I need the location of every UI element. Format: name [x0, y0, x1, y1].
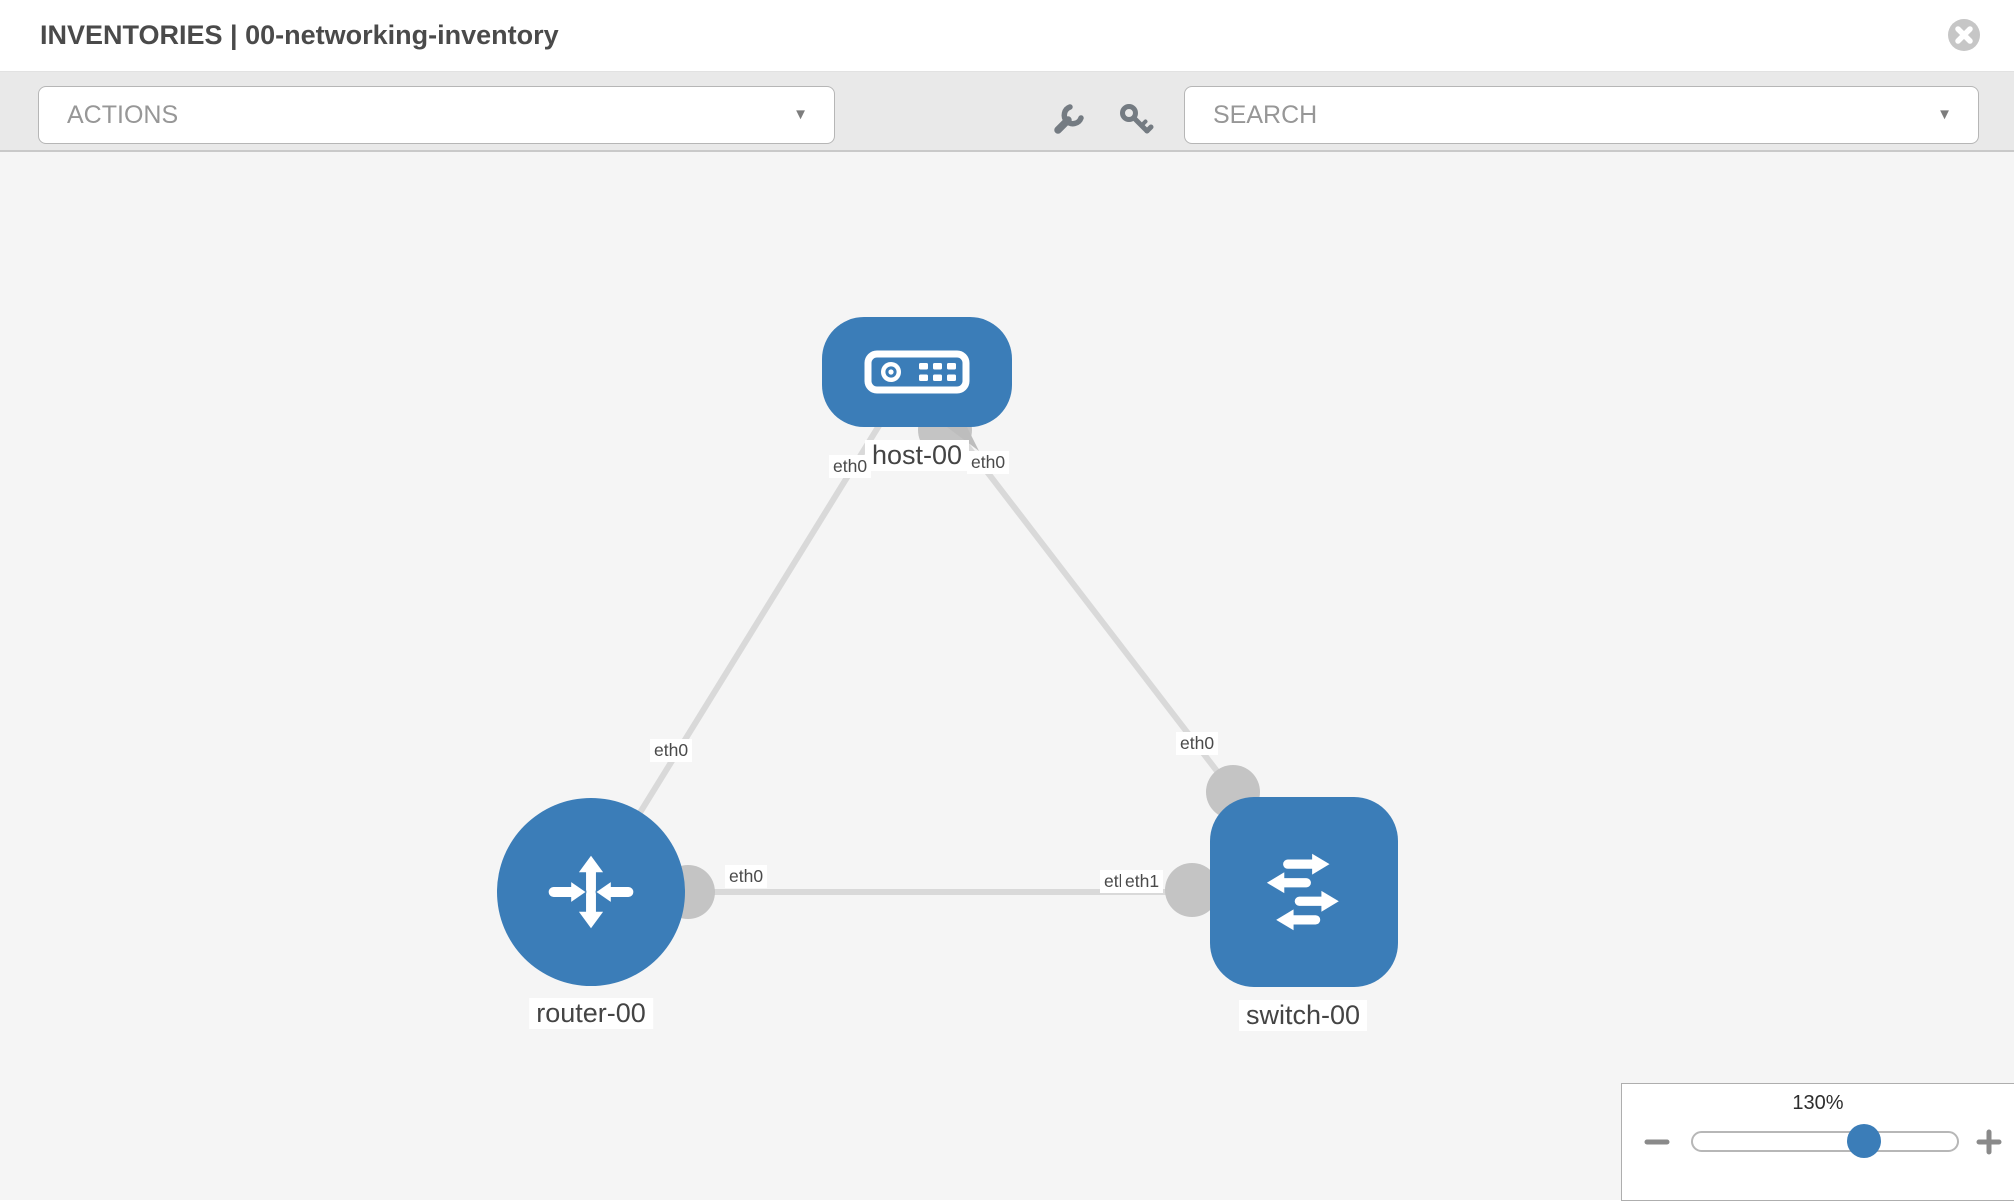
interface-label-router-eth0-bottom: eth0	[725, 865, 768, 888]
node-router-00[interactable]	[497, 798, 685, 986]
interface-label-switch-eth1: eth1	[1121, 870, 1164, 893]
interface-label-switch-eth0-top: eth0	[1176, 732, 1219, 755]
switch-icon	[1266, 853, 1339, 931]
interface-label-host-eth0-right: eth0	[967, 451, 1010, 474]
toolbar: ACTIONS ▼ SEARCH ▼	[0, 72, 2014, 152]
minus-icon	[1644, 1139, 1670, 1145]
node-switch-00[interactable]	[1210, 797, 1398, 987]
zoom-slider-handle[interactable]	[1847, 1124, 1881, 1158]
topology-canvas[interactable]: host-00 router-00 switch-00 eth0 eth0 et…	[0, 152, 2014, 1200]
host-icon	[864, 350, 970, 394]
zoom-slider-track[interactable]	[1691, 1131, 1959, 1152]
page-title: INVENTORIES | 00-networking-inventory	[40, 20, 559, 50]
wrench-icon	[1054, 104, 1084, 134]
interface-label-router-eth0-top: eth0	[650, 739, 693, 762]
plus-icon	[1976, 1129, 2002, 1155]
zoom-out-button[interactable]	[1640, 1125, 1674, 1159]
zoom-panel: 130%	[1621, 1083, 2014, 1201]
zoom-in-button[interactable]	[1972, 1125, 2006, 1159]
header-bar: INVENTORIES | 00-networking-inventory	[0, 0, 2014, 72]
chevron-down-icon: ▼	[793, 105, 808, 123]
node-label-router: router-00	[529, 998, 653, 1029]
zoom-value: 130%	[1792, 1092, 1844, 1114]
actions-dropdown[interactable]: ACTIONS ▼	[38, 86, 835, 144]
search-placeholder: SEARCH	[1213, 100, 1318, 129]
interface-dot-switch-left[interactable]	[1165, 863, 1219, 917]
node-label-host: host-00	[864, 440, 970, 471]
key-button[interactable]	[1116, 99, 1156, 139]
chevron-down-icon: ▼	[1937, 105, 1952, 123]
node-host-00[interactable]	[822, 317, 1012, 427]
router-icon	[548, 855, 634, 929]
interface-label-host-eth0-left: eth0	[829, 455, 872, 478]
close-button[interactable]	[1947, 18, 1981, 52]
actions-dropdown-label: ACTIONS	[67, 100, 179, 129]
key-icon	[1120, 104, 1154, 134]
search-dropdown[interactable]: SEARCH ▼	[1184, 86, 1979, 144]
close-icon	[1948, 19, 1980, 51]
node-label-switch: switch-00	[1238, 1000, 1368, 1031]
configure-button[interactable]	[1048, 99, 1088, 139]
